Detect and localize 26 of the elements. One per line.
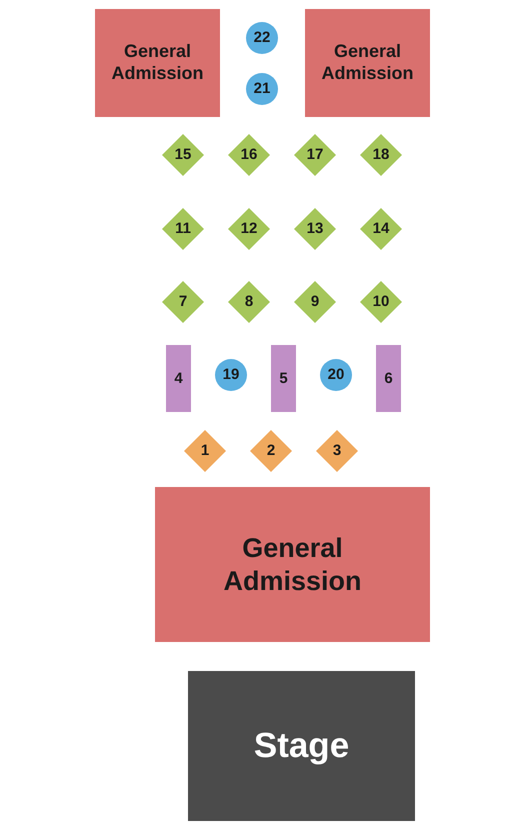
- table-marker: 8: [228, 281, 270, 323]
- table-marker: 13: [294, 208, 336, 250]
- table-marker: 19: [215, 359, 247, 391]
- seating-section: 4: [166, 345, 191, 412]
- stage-area: Stage: [188, 671, 415, 821]
- seating-section: 6: [376, 345, 401, 412]
- table-marker: 7: [162, 281, 204, 323]
- general-admission-area: General Admission: [95, 9, 220, 117]
- table-marker: 10: [360, 281, 402, 323]
- table-marker: 2: [250, 430, 292, 472]
- table-marker: 21: [246, 73, 278, 105]
- table-marker: 20: [320, 359, 352, 391]
- seating-section: 5: [271, 345, 296, 412]
- table-marker: 16: [228, 134, 270, 176]
- general-admission-area: General Admission: [305, 9, 430, 117]
- table-marker: 22: [246, 22, 278, 54]
- table-marker: 9: [294, 281, 336, 323]
- table-marker: 17: [294, 134, 336, 176]
- table-marker: 1: [184, 430, 226, 472]
- table-marker: 18: [360, 134, 402, 176]
- table-marker: 12: [228, 208, 270, 250]
- general-admission-area: General Admission: [155, 487, 430, 642]
- table-marker: 3: [316, 430, 358, 472]
- table-marker: 11: [162, 208, 204, 250]
- table-marker: 15: [162, 134, 204, 176]
- table-marker: 14: [360, 208, 402, 250]
